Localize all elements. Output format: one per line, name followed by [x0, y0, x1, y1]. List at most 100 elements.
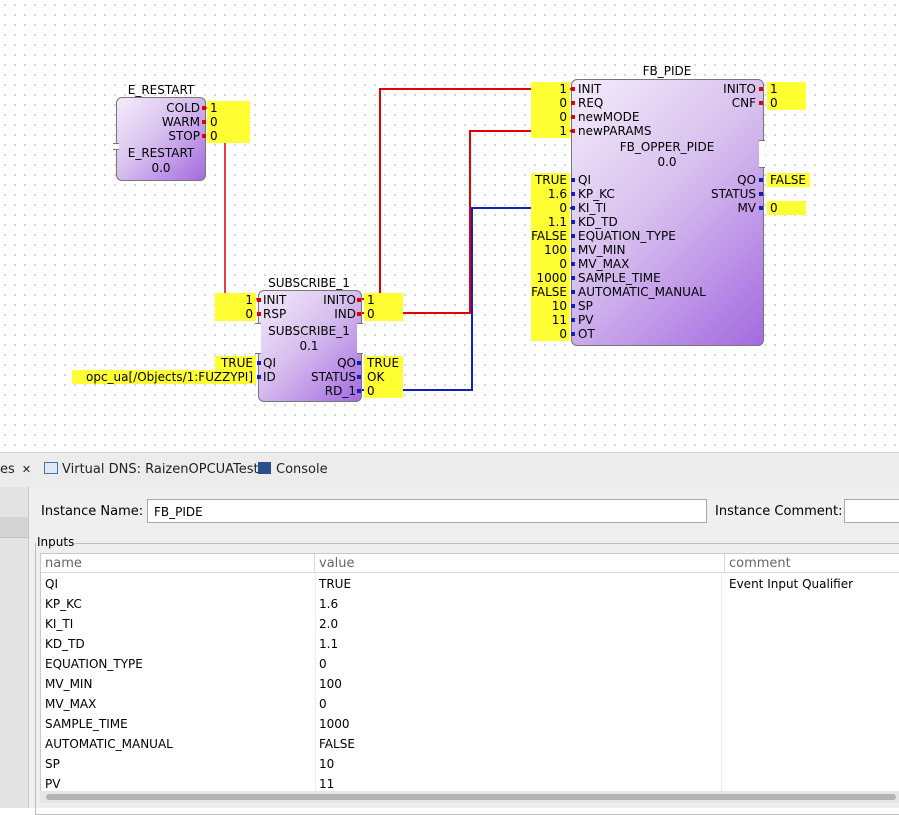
data-pin[interactable]: [759, 206, 763, 210]
data-pin[interactable]: [571, 304, 575, 308]
watch-value: FALSE: [531, 229, 570, 243]
data-input-id: ID: [263, 370, 276, 384]
cell-value[interactable]: 1000: [319, 717, 350, 731]
scrollbar-thumb[interactable]: [46, 794, 896, 800]
data-pin[interactable]: [357, 361, 361, 365]
watch-value: 1: [767, 82, 806, 96]
event-pin[interactable]: [257, 312, 261, 316]
cell-value[interactable]: FALSE: [319, 737, 355, 751]
data-pin[interactable]: [571, 192, 575, 196]
data-pin[interactable]: [357, 389, 361, 393]
data-pin[interactable]: [257, 375, 261, 379]
event-pin[interactable]: [357, 298, 361, 302]
fb-body[interactable]: [571, 79, 764, 346]
instance-comment-field[interactable]: [844, 499, 899, 523]
fb-notch: [113, 143, 119, 150]
wire-ind-to-newparams[interactable]: [362, 130, 573, 314]
diagram-canvas[interactable]: E_RESTART COLD WARM STOP 1 0 0 E_RESTART…: [0, 0, 899, 450]
column-header-comment[interactable]: comment: [725, 554, 899, 573]
cell-value[interactable]: 100: [319, 677, 342, 691]
event-pin[interactable]: [759, 101, 763, 105]
data-pin[interactable]: [571, 248, 575, 252]
wire-rd1-to-ki-ti[interactable]: [362, 207, 573, 391]
data-pin[interactable]: [571, 318, 575, 322]
data-pin[interactable]: [571, 276, 575, 280]
event-pin[interactable]: [571, 87, 575, 91]
tab-properties[interactable]: es ✕: [0, 453, 31, 487]
event-pin[interactable]: [257, 298, 261, 302]
fb-notch: [357, 323, 363, 354]
column-header-name[interactable]: name: [41, 554, 315, 573]
data-pin[interactable]: [571, 234, 575, 238]
data-pin[interactable]: [571, 332, 575, 336]
instance-name-field[interactable]: FB_PIDE: [147, 499, 707, 523]
event-input-req: REQ: [578, 96, 604, 110]
instance-name-label: Instance Name:: [41, 504, 144, 519]
data-input-automatic-manual: AUTOMATIC_MANUAL: [578, 285, 706, 299]
table-row[interactable]: PV 11: [41, 774, 899, 792]
cell-value[interactable]: 10: [319, 757, 335, 771]
data-output-mv: MV: [737, 201, 756, 215]
event-pin[interactable]: [571, 129, 575, 133]
data-pin[interactable]: [571, 178, 575, 182]
cell-value[interactable]: 11: [319, 777, 335, 791]
data-pin[interactable]: [571, 262, 575, 266]
tab-console[interactable]: Console: [258, 453, 328, 487]
watch-value: 1.1: [531, 215, 570, 229]
event-pin[interactable]: [202, 106, 206, 110]
fb-body[interactable]: [258, 290, 362, 402]
fb-body[interactable]: [116, 97, 206, 181]
watch-value: 11: [531, 313, 570, 327]
event-pin[interactable]: [202, 134, 206, 138]
data-input-qi: QI: [578, 173, 591, 187]
cell-value[interactable]: 0: [319, 657, 327, 671]
cell-comment: [725, 594, 899, 614]
dns-icon: [44, 462, 58, 474]
fb-notch: [759, 140, 765, 168]
data-pin[interactable]: [571, 206, 575, 210]
cell-name: PV: [45, 777, 61, 791]
data-pin[interactable]: [357, 375, 361, 379]
event-output-stop: STOP: [168, 129, 200, 143]
cell-name: QI: [45, 577, 58, 591]
cell-value[interactable]: 1.6: [319, 597, 339, 611]
data-pin[interactable]: [759, 192, 763, 196]
cell-value[interactable]: 2.0: [319, 617, 339, 631]
cell-comment: [725, 634, 899, 654]
tab-virtual-dns[interactable]: Virtual DNS: RaizenOPCUATest: [44, 453, 259, 487]
cell-comment: [725, 754, 899, 774]
data-input-mv-min: MV_MIN: [578, 243, 626, 257]
data-pin[interactable]: [571, 290, 575, 294]
data-pin[interactable]: [759, 178, 763, 182]
cell-value[interactable]: 1.1: [319, 637, 339, 651]
event-output-inito: INITO: [723, 82, 756, 96]
horizontal-scrollbar[interactable]: [40, 791, 899, 803]
data-pin[interactable]: [571, 220, 575, 224]
cell-value[interactable]: TRUE: [319, 577, 352, 591]
event-input-init: INIT: [263, 293, 287, 307]
event-pin[interactable]: [357, 312, 361, 316]
watch-value: 0: [531, 110, 570, 124]
event-pin[interactable]: [759, 87, 763, 91]
event-pin[interactable]: [571, 101, 575, 105]
column-header-value[interactable]: value: [315, 554, 725, 573]
event-pin[interactable]: [571, 115, 575, 119]
event-pin[interactable]: [202, 120, 206, 124]
data-output-rd1: RD_1: [324, 384, 356, 398]
cell-value[interactable]: 0: [319, 697, 327, 711]
close-icon[interactable]: ✕: [21, 463, 32, 476]
data-input-kd-td: KD_TD: [578, 215, 618, 229]
data-pin[interactable]: [257, 361, 261, 365]
watch-value: opc_ua[/Objects/1:FUZZYPI]: [72, 370, 256, 384]
